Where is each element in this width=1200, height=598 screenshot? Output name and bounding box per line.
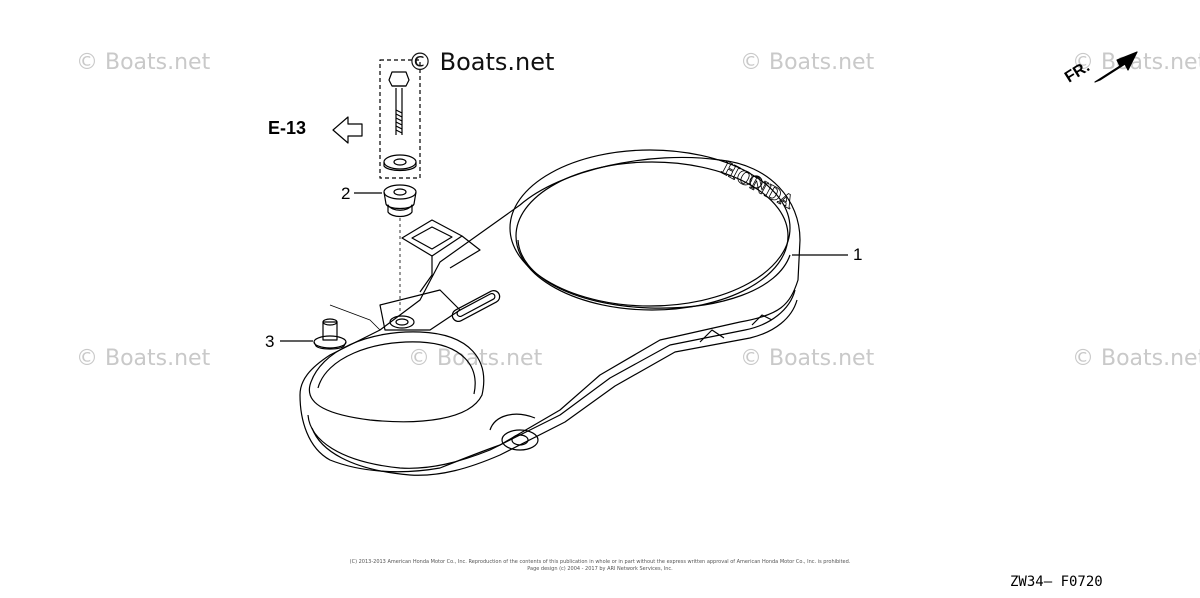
cover-part	[299, 149, 801, 476]
callout-3: 3	[265, 332, 275, 351]
copyright-line-1: (C) 2013-2013 American Honda Motor Co., …	[349, 559, 851, 565]
cover-brand-emboss: HONDA	[718, 158, 798, 214]
reference-arrow	[332, 116, 363, 144]
collar-part	[313, 304, 381, 350]
watermark: © Boats.net	[76, 50, 211, 75]
watermark: © Boats.net	[76, 346, 211, 371]
diagram-code: ZW34— F0720	[1010, 574, 1103, 590]
front-direction-arrow	[1094, 51, 1138, 83]
watermark-main: © Boats.net	[408, 48, 555, 76]
grommet-part	[383, 184, 417, 312]
watermark: © Boats.net	[408, 346, 543, 371]
copyright-line-2: Page design (c) 2004 - 2017 by ARI Netwo…	[527, 566, 673, 572]
watermark: © Boats.net	[740, 346, 875, 371]
bolt-group	[379, 59, 421, 179]
callout-1: 1	[853, 245, 863, 264]
reference-label: E-13	[268, 118, 307, 138]
watermark: © Boats.net	[1072, 346, 1200, 371]
callout-2: 2	[341, 184, 351, 203]
watermark: © Boats.net	[740, 50, 875, 75]
